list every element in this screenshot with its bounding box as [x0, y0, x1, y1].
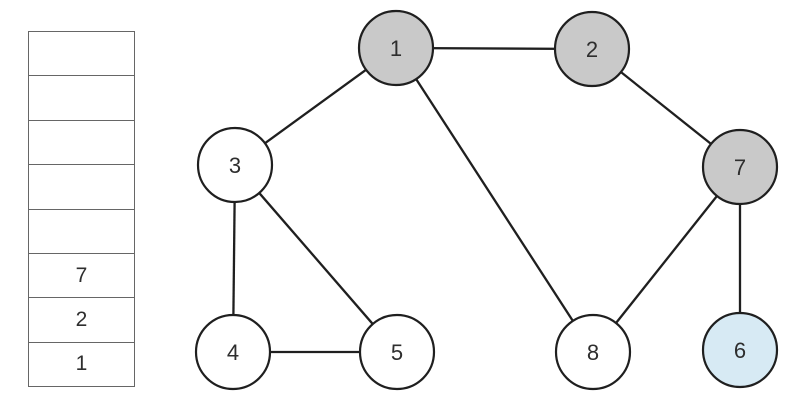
graph-node-label-3: 3: [229, 153, 241, 178]
graph-edge-7-8: [592, 166, 741, 353]
stack-cell-2: [29, 121, 134, 166]
graph-node-label-5: 5: [391, 340, 403, 365]
graph-node-circle-7: [701, 128, 779, 206]
stack-cell-3: [29, 165, 134, 210]
graph-node-circle-5: [358, 313, 436, 391]
graph-node-circle-8: [554, 313, 632, 391]
graph-node-label-8: 8: [587, 340, 599, 365]
graph-node-circle-2: [553, 10, 631, 88]
stack-cell-1: [29, 76, 134, 121]
graph-node-1: 1: [357, 9, 435, 87]
graph-node-label-2: 2: [586, 37, 598, 62]
stack: 7 2 1: [28, 31, 135, 387]
graph-node-circle-4: [194, 313, 272, 391]
graph-edge-1-8: [395, 47, 594, 353]
graph-node-5: 5: [358, 313, 436, 391]
graph-node-circle-6: [701, 311, 779, 389]
graph-node-label-1: 1: [390, 36, 402, 61]
stack-cell-6: 2: [29, 298, 134, 343]
graph-node-4: 4: [194, 313, 272, 391]
stack-cell-0: [29, 32, 134, 77]
graph-node-label-7: 7: [734, 155, 746, 180]
stack-cell-4: [29, 210, 134, 254]
graph-node-label-4: 4: [227, 340, 239, 365]
graph-node-circle-3: [196, 126, 274, 204]
graph-node-8: 8: [554, 313, 632, 391]
graph-edge-3-5: [234, 164, 398, 353]
graph-node-6: 6: [701, 311, 779, 389]
graph-node-label-6: 6: [734, 338, 746, 363]
graph-node-circle-1: [357, 9, 435, 87]
stack-cell-7: 1: [75, 352, 88, 376]
graph-node-2: 2: [553, 10, 631, 88]
graph-node-3: 3: [196, 126, 274, 204]
stack-cell-5: 7: [29, 254, 134, 299]
graph-node-7: 7: [701, 128, 779, 206]
